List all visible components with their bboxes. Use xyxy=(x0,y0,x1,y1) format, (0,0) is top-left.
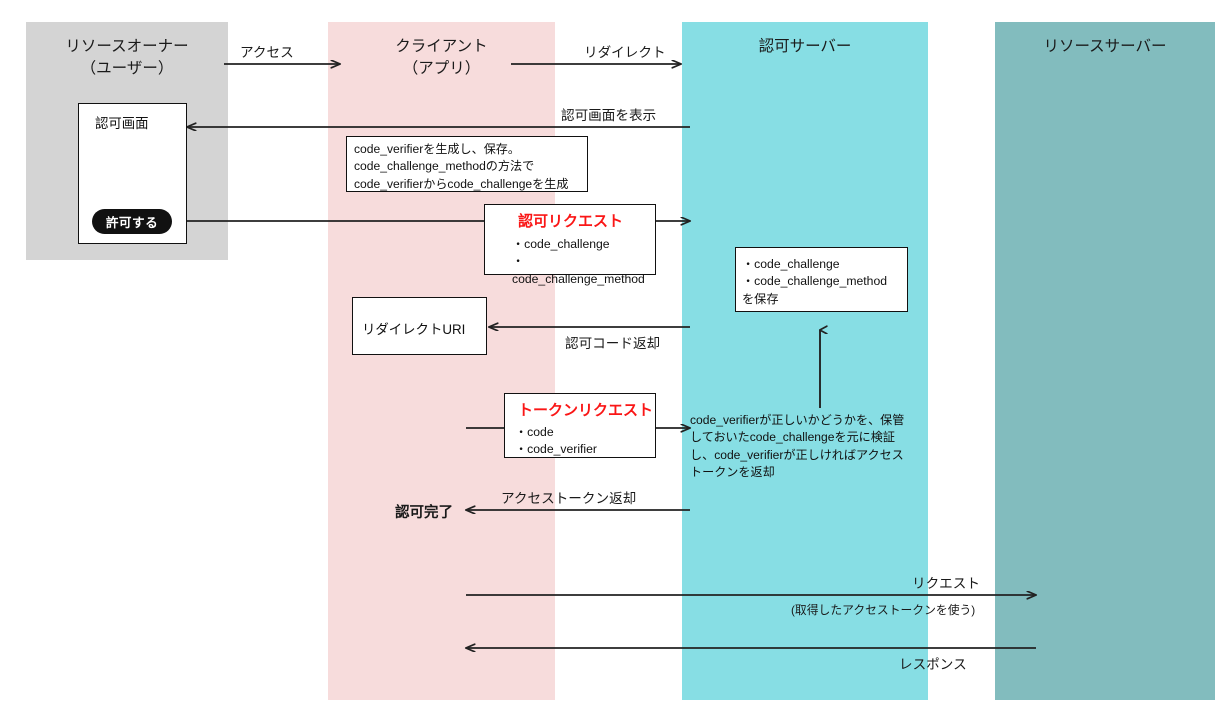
arrow-label-access: アクセス xyxy=(240,45,294,60)
arrow-label-access-token-return: アクセストークン返却 xyxy=(501,491,637,506)
arrow-label-auth-code-return: 認可コード返却 xyxy=(565,336,661,351)
arrow-label-redirect: リダイレクト xyxy=(584,45,666,60)
lane-title-auth-server: 認可サーバー xyxy=(758,38,852,55)
lane-title-resource-server: リソースサーバー xyxy=(1043,38,1167,55)
lane-band-client xyxy=(328,22,555,700)
token-request-heading: トークンリクエスト xyxy=(518,402,654,419)
lane-title-resource-owner: リソースオーナー （ユーザー） xyxy=(65,38,189,78)
redirect-uri-label: リダイレクトURI xyxy=(362,322,466,337)
pkce-note-text: code_verifierを生成し、保存。 code_challenge_met… xyxy=(354,142,569,191)
authorization-request-items: ・code_challenge ・code_challenge_method xyxy=(512,237,645,286)
arrow-label-request: リクエスト xyxy=(912,576,980,591)
token-request-box xyxy=(504,393,656,458)
authorization-request-box xyxy=(484,204,656,275)
allow-button[interactable]: 許可する xyxy=(92,209,172,234)
label-auth-complete: 認可完了 xyxy=(395,505,453,521)
auth-screen-title: 認可画面 xyxy=(95,116,149,131)
server-store-box xyxy=(735,247,908,312)
token-request-items: ・code ・code_verifier xyxy=(515,425,597,457)
pkce-note-box xyxy=(346,136,588,192)
server-store-text: ・code_challenge ・code_challenge_method を… xyxy=(742,257,888,306)
authorization-request-heading: 認可リクエスト xyxy=(518,213,624,230)
lane-title-client: クライアント （アプリ） xyxy=(395,38,488,78)
arrow-label-request-sub: (取得したアクセストークンを使う) xyxy=(791,603,976,617)
verify-note-text: code_verifierが正しいかどうかを、保管 しておいたcode_chal… xyxy=(690,413,905,480)
lane-band-auth-server xyxy=(682,22,928,700)
lane-band-resource-server xyxy=(995,22,1215,700)
arrow-label-show-auth-screen: 認可画面を表示 xyxy=(561,108,657,123)
arrow-label-response: レスポンス xyxy=(899,657,967,672)
redirect-uri-box xyxy=(352,297,487,355)
